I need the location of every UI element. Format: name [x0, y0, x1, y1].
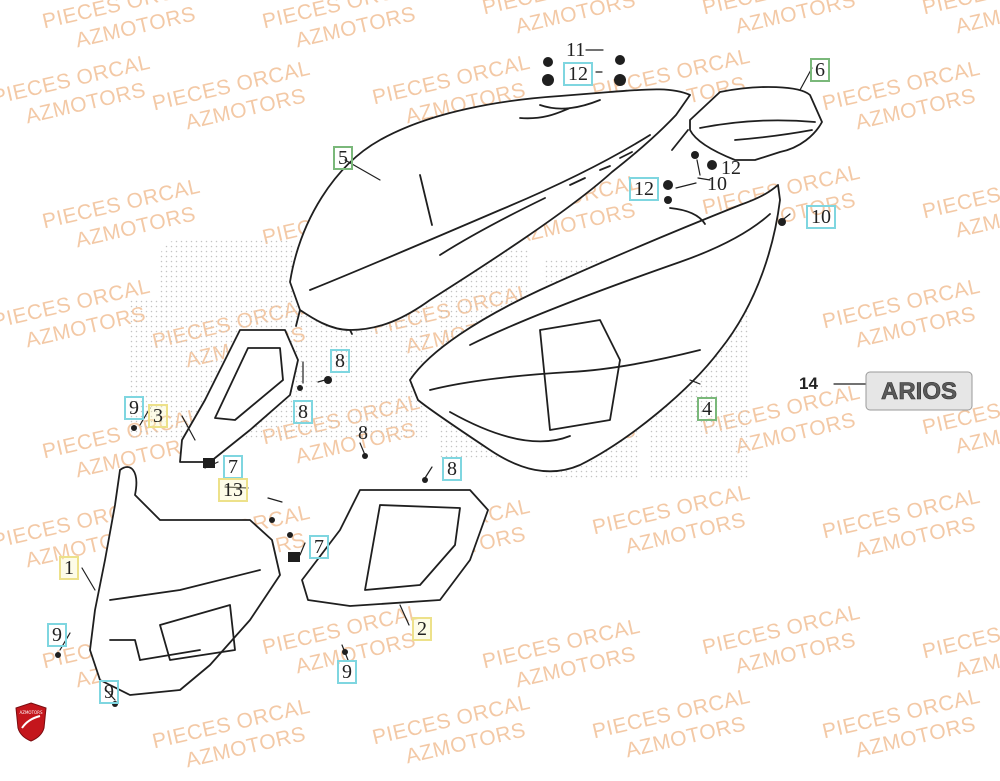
callout-6: 6 [810, 58, 830, 82]
callout-2: 2 [412, 617, 432, 641]
callout-11: 11 [566, 39, 586, 61]
part-4-side-panel [409, 184, 781, 473]
callout-9-upper: 9 [124, 396, 144, 420]
callout-8-middle: 8 [358, 422, 368, 444]
part-1-front-panel [89, 466, 281, 696]
exploded-view-drawing: ARIOS [55, 49, 973, 707]
callout-5: 5 [333, 146, 353, 170]
svg-text:AZMOTORS: AZMOTORS [20, 710, 43, 715]
azmotors-shield-logo: AZMOTORS [15, 702, 47, 742]
part-14-emblem: ARIOS [865, 371, 973, 411]
callout-12-left: 12 [629, 177, 659, 201]
callout-8-left: 8 [293, 400, 313, 424]
callout-3: 3 [148, 404, 168, 428]
callout-9-lower-left: 9 [99, 680, 119, 704]
callout-12-top: 12 [563, 62, 593, 86]
callout-8-lower: 8 [442, 457, 462, 481]
callout-9-bottom: 9 [337, 660, 357, 684]
part-5-rear-cover [289, 88, 691, 335]
emblem-label: ARIOS [881, 378, 957, 405]
callout-9-left: 9 [47, 623, 67, 647]
callout-4: 4 [697, 397, 717, 421]
callout-8-upper: 8 [330, 349, 350, 373]
callout-10-upper: 10 [707, 173, 727, 195]
callout-14: 14 [799, 374, 818, 393]
callout-10-right: 10 [806, 205, 836, 229]
callout-13: 13 [218, 478, 248, 502]
part-6-tail-piece [671, 86, 823, 161]
fasteners [55, 55, 786, 707]
part-2-lower-panel [301, 489, 489, 607]
callout-7-upper: 7 [223, 455, 243, 479]
callout-12-right: 12 [721, 157, 741, 179]
callout-7-lower: 7 [309, 535, 329, 559]
callout-1: 1 [59, 556, 79, 580]
